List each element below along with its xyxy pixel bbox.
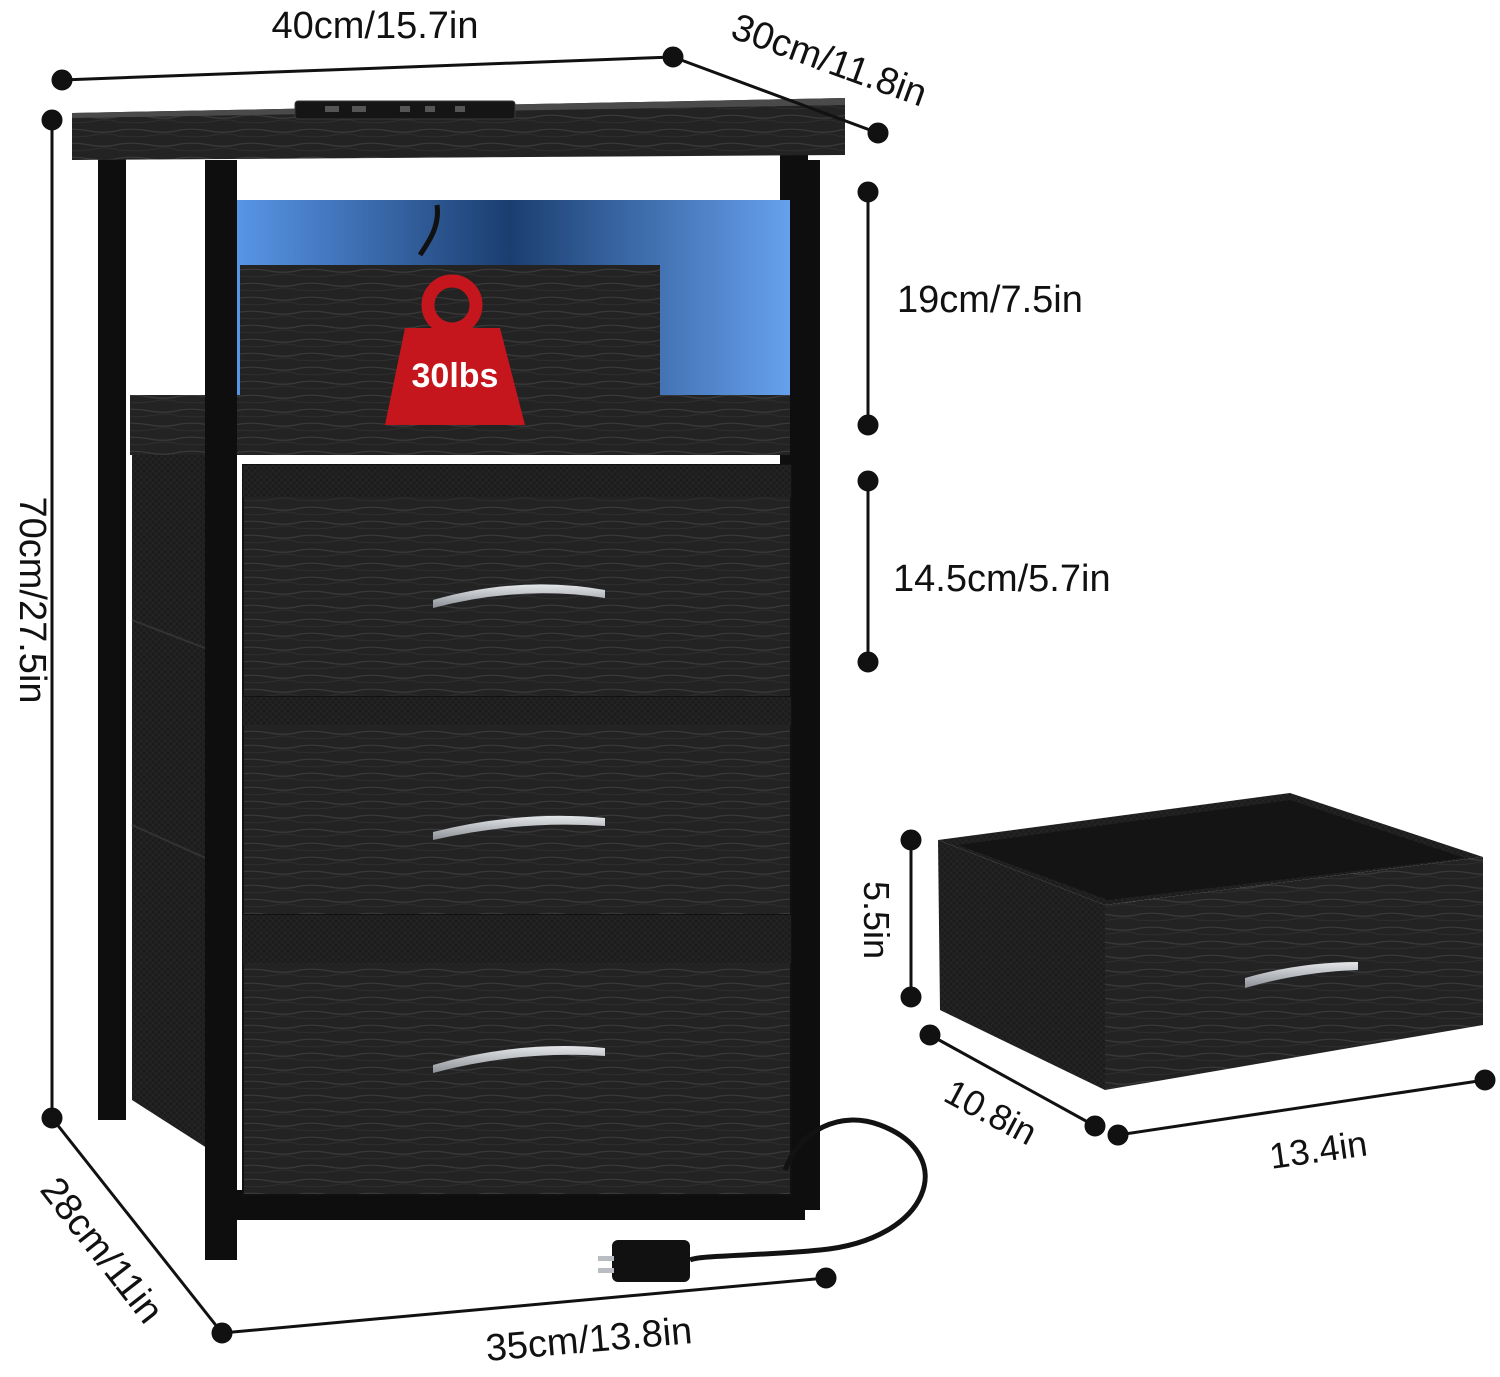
base-depth-label: 28cm/11in (32, 1170, 171, 1332)
base-width-label: 35cm/13.8in (484, 1310, 694, 1370)
load-capacity-text: 30lbs (412, 357, 499, 395)
drawer-side (938, 840, 1105, 1090)
nightstand: 30lbs (72, 98, 928, 1282)
load-capacity-badge: 30lbs (385, 274, 525, 425)
drawer-handle[interactable] (433, 815, 605, 840)
drawer-top[interactable] (242, 464, 792, 728)
weight-icon (385, 274, 525, 425)
drawer-middle[interactable] (242, 696, 792, 938)
fabric-drawer (938, 793, 1483, 1090)
side-panel (132, 400, 210, 1150)
loose-drawer-height-label: 5.5in (856, 881, 897, 959)
drawer-bottom[interactable] (242, 914, 792, 1196)
loose-drawer-depth-label: 10.8in (938, 1071, 1044, 1153)
drawer-handle[interactable] (433, 1046, 605, 1073)
front-leg-left (205, 160, 237, 1260)
top-width-label: 40cm/15.7in (271, 5, 478, 47)
total-height-label: 70cm/27.5in (11, 496, 53, 703)
shelf-height-label: 19cm/7.5in (897, 279, 1083, 321)
power-cord (688, 1117, 928, 1263)
power-plug-icon (598, 1240, 690, 1282)
drawer-handle[interactable] (433, 584, 605, 608)
front-leg-right (790, 160, 820, 1210)
drawer-handle[interactable] (1245, 962, 1358, 988)
loose-drawer-width-label: 13.4in (1267, 1122, 1370, 1176)
rear-leg-left (98, 150, 126, 1120)
drawer-height-label: 14.5cm/5.7in (893, 558, 1111, 600)
